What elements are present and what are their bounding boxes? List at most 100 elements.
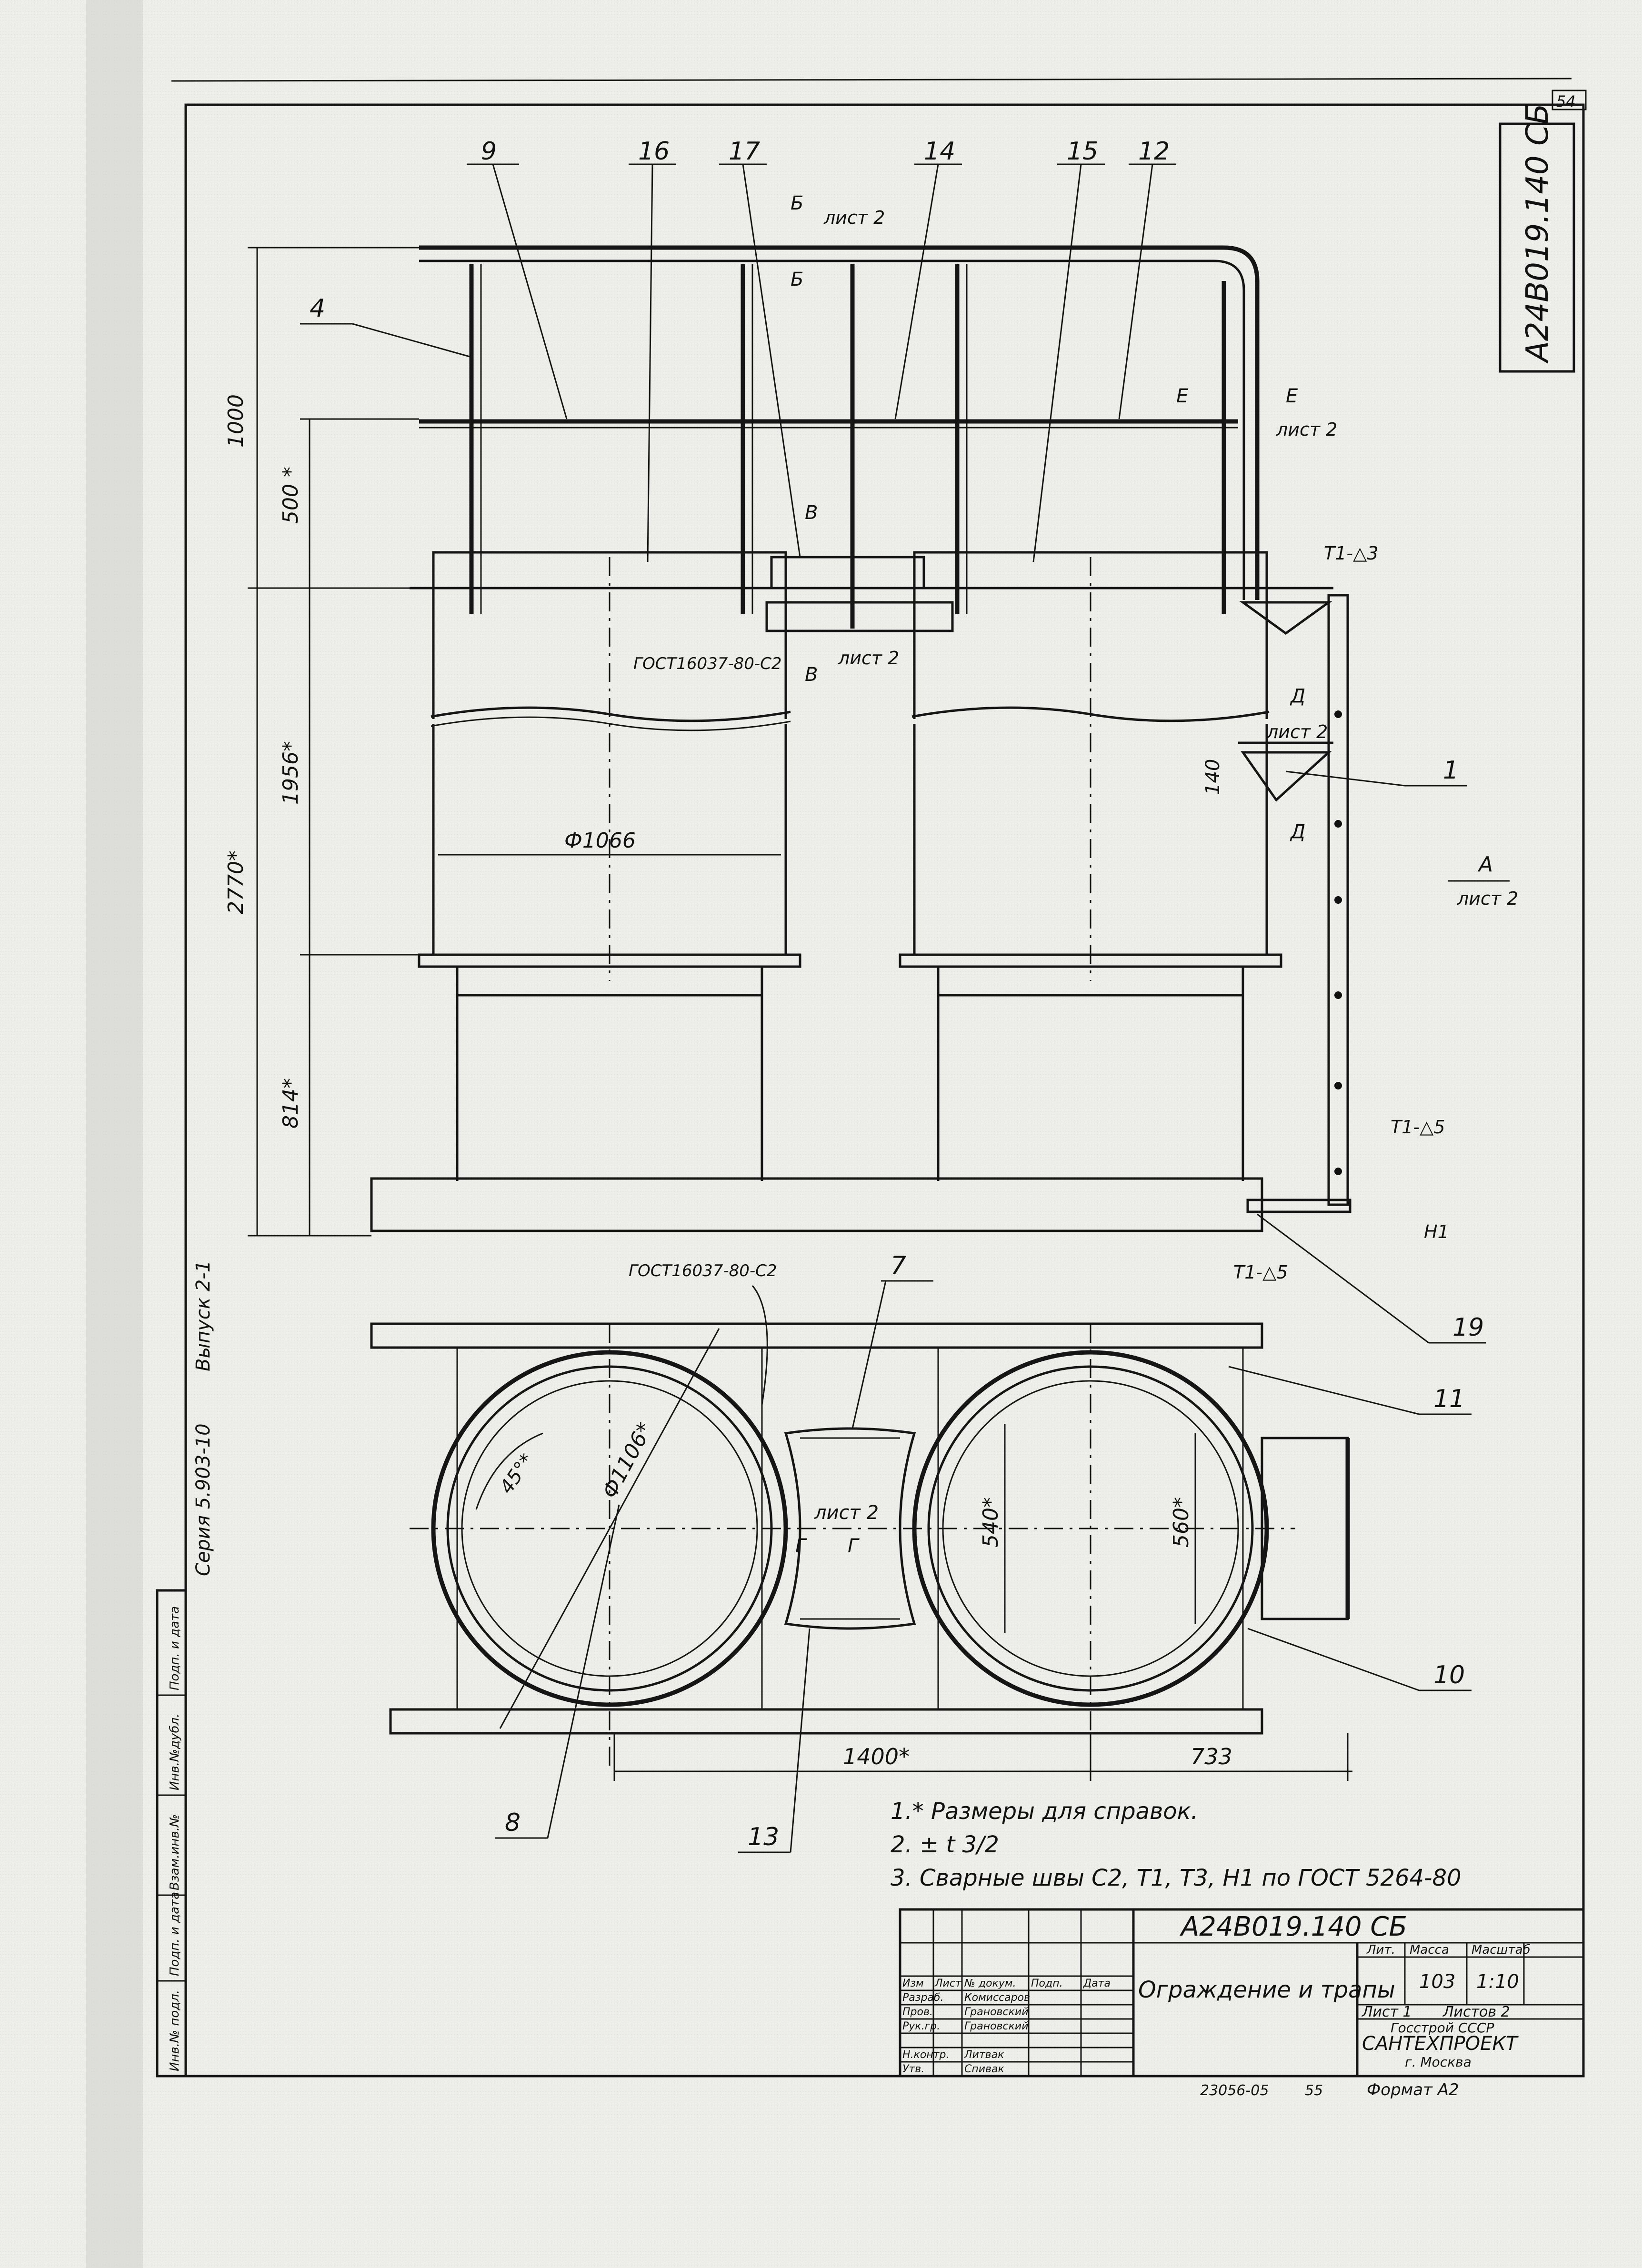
callout-9: 9 xyxy=(481,137,497,166)
stamp-col-5: Подп. и дата xyxy=(168,1606,182,1690)
elevation-view: 1000 500 * 1956* 2770* 814* 140 Ф1066 9 … xyxy=(224,137,1518,1344)
tb-scale: 1:10 xyxy=(1476,1971,1519,1993)
tb-org3: г. Москва xyxy=(1405,2054,1472,2070)
callout-8: 8 xyxy=(505,1808,521,1837)
tb-name-1: Комиссаров xyxy=(964,1992,1030,2004)
section-e-left: Е xyxy=(1176,385,1189,407)
dim-1956: 1956* xyxy=(279,741,303,805)
callout-1: 1 xyxy=(1443,756,1459,785)
tb-code: А24В019.140 СБ xyxy=(1180,1911,1407,1942)
tb-org2: САНТЕХПРОЕКТ xyxy=(1362,2033,1519,2055)
ladder-bolts xyxy=(1334,710,1342,1175)
tb-role-3: Рук.гр. xyxy=(902,2020,940,2032)
tb-name-4: Литвак xyxy=(964,2049,1004,2061)
note-2: 2. ± t 3/2 xyxy=(891,1831,999,1858)
dim-733: 733 xyxy=(1191,1744,1232,1769)
section-b-bottom: Б xyxy=(791,269,803,290)
footer-number: 23056-05 xyxy=(1200,2082,1269,2099)
callout-11: 11 xyxy=(1433,1385,1465,1413)
section-d-top: Д xyxy=(1290,685,1305,707)
base-bracket xyxy=(1246,1199,1352,1213)
tank-right-walls xyxy=(913,724,1268,955)
scan-shadow xyxy=(86,0,143,2268)
dim-500: 500 * xyxy=(279,467,303,524)
support-right xyxy=(937,967,1244,1181)
section-v-top: В xyxy=(805,502,818,524)
weld-t1-3: Т1-△3 xyxy=(1324,543,1379,564)
bridge-platform xyxy=(784,1427,916,1630)
dim-540: 540* xyxy=(979,1497,1003,1548)
tb-mass: 103 xyxy=(1419,1971,1455,1993)
angle-arc xyxy=(475,1432,543,1510)
section-d-bottom: Д xyxy=(1290,821,1305,843)
gost-c2-bottom: ГОСТ16037-80-С2 xyxy=(629,1261,777,1280)
dim-line-1106 xyxy=(499,1328,720,1729)
tb-lit-header: Лит. xyxy=(1366,1943,1395,1957)
code-box xyxy=(1499,122,1575,373)
callout-17: 17 xyxy=(729,137,760,166)
tb-name-2: Грановский xyxy=(964,2006,1029,2018)
callout-19: 19 xyxy=(1452,1313,1484,1342)
section-a: А xyxy=(1477,852,1493,877)
gost-c2-top: ГОСТ16037-80-С2 xyxy=(633,654,782,673)
tb-sheets: Листов 2 xyxy=(1442,2004,1510,2020)
tb-org1: Госстрой СССР xyxy=(1391,2020,1494,2036)
title-block-frame xyxy=(899,1908,1585,2078)
tb-sheet: Лист 1 xyxy=(1362,2004,1412,2020)
tb-title: Ограждение и трапы xyxy=(1138,1977,1395,2003)
dim-phi1066: Ф1066 xyxy=(564,829,636,853)
stamp-col-4: Инв.№дубл. xyxy=(168,1714,182,1790)
bracket-top xyxy=(1239,601,1332,635)
tb-scale-header: Масштаб xyxy=(1472,1943,1531,1957)
dim-1000: 1000 xyxy=(224,394,248,448)
section-v-bottom: В xyxy=(805,664,818,686)
callout-4: 4 xyxy=(310,294,325,323)
left-margin: Серия 5.903-10 Выпуск 2-1 Инв.№ подл. По… xyxy=(156,1260,214,2078)
tb-role-4: Н.контр. xyxy=(902,2049,949,2061)
tank-left-walls xyxy=(432,724,787,955)
drawing-code-rotated: А24В019.140 СБ xyxy=(1520,103,1555,364)
dim-140: 140 xyxy=(1202,759,1224,795)
base-channel xyxy=(370,1177,1263,1232)
bracket-mid xyxy=(1241,751,1332,802)
plan-bottom-beam xyxy=(389,1708,1263,1735)
note-3: 3. Сварные швы С2, Т1, Т3, Н1 по ГОСТ 52… xyxy=(891,1865,1462,1891)
callout-15: 15 xyxy=(1067,137,1098,166)
weld-t1-5-bottom: Т1-△5 xyxy=(1233,1262,1288,1283)
handrail-top-inner xyxy=(419,260,1245,600)
ladder-stringer xyxy=(1327,594,1349,1206)
callout-16: 16 xyxy=(638,137,670,166)
tb-mass-header: Масса xyxy=(1410,1943,1449,1957)
tb-col-doc: № докум. xyxy=(964,1978,1016,1989)
tb-col-izm: Изм xyxy=(902,1978,924,1989)
tank-top-left xyxy=(432,551,787,589)
footer-page: 55 xyxy=(1305,2082,1323,2099)
tank-left-walls-upper xyxy=(432,588,787,719)
tank-right-walls-upper xyxy=(913,588,1268,719)
callout-7: 7 xyxy=(891,1251,906,1280)
weld-t1-5-right: Т1-△5 xyxy=(1391,1117,1445,1138)
top-trim-line xyxy=(171,78,1572,82)
stamp-col-3: Взам.инв.№ xyxy=(168,1814,182,1890)
callout-leaders-bottom xyxy=(495,1280,1472,1853)
tb-name-5: Спивак xyxy=(964,2063,1004,2075)
plan-sheet-ref: лист 2 xyxy=(814,1502,879,1524)
tb-role-5: Утв. xyxy=(902,2063,924,2075)
dim-560: 560* xyxy=(1169,1497,1193,1548)
walkway-step xyxy=(765,601,954,632)
issue-label: Выпуск 2-1 xyxy=(192,1260,214,1371)
tb-role-2: Пров. xyxy=(902,2006,933,2018)
section-b-top: Б xyxy=(791,192,803,214)
section-e-right: Е xyxy=(1286,385,1298,407)
notes: 1.* Размеры для справок. 2. ± t 3/2 3. С… xyxy=(891,1798,1462,1891)
section-v-sheet: лист 2 xyxy=(838,648,899,669)
margin-stamp-column xyxy=(156,1589,187,2078)
section-g-left: Г xyxy=(795,1535,807,1557)
section-d-sheet: лист 2 xyxy=(1266,721,1328,742)
callout-14: 14 xyxy=(924,137,955,166)
tank-top-right xyxy=(913,551,1268,589)
tb-name-3: Грановский xyxy=(964,2020,1029,2032)
dimension-lines-left xyxy=(248,247,419,1237)
